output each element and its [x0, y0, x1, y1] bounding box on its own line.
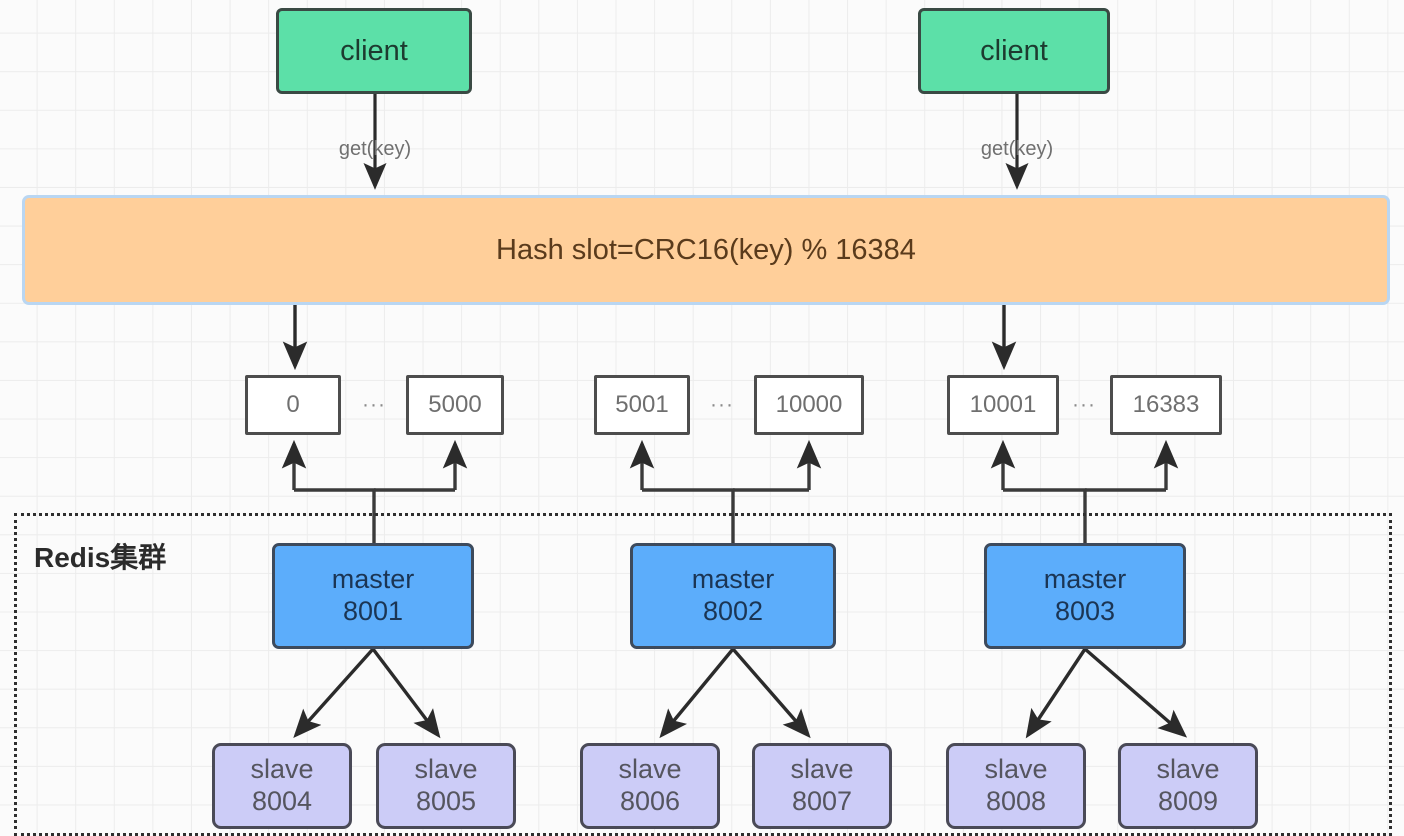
hash-slot-bar[interactable]: Hash slot=CRC16(key) % 16384 [22, 195, 1390, 305]
slot-box-5001[interactable]: 5001 [594, 375, 690, 435]
slot-box-10001[interactable]: 10001 [947, 375, 1059, 435]
master-node-8001-label: master 8001 [331, 564, 415, 626]
slot-box-16383[interactable]: 16383 [1110, 375, 1222, 435]
slot-box-5000-label: 5000 [428, 390, 482, 418]
slot-box-10001-label: 10001 [969, 390, 1037, 418]
slot-ellipsis-2: ··· [710, 393, 734, 416]
master-node-8002-label: master 8002 [691, 564, 775, 626]
slave-node-8004-label: slave 8004 [250, 754, 314, 816]
slot-ellipsis-1: ··· [362, 393, 386, 416]
slave-node-8005-label: slave 8005 [414, 754, 478, 816]
master-node-8003-label: master 8003 [1043, 564, 1127, 626]
slave-node-8009-label: slave 8009 [1156, 754, 1220, 816]
slot-box-10000[interactable]: 10000 [754, 375, 864, 435]
slave-node-8004[interactable]: slave 8004 [212, 743, 352, 829]
client-node-2-label: client [980, 34, 1048, 67]
slot-box-0-label: 0 [286, 390, 300, 418]
slot-box-10000-label: 10000 [775, 390, 843, 418]
slave-node-8006[interactable]: slave 8006 [580, 743, 720, 829]
client-node-1[interactable]: client [276, 8, 472, 94]
slot-box-16383-label: 16383 [1132, 390, 1200, 418]
master-node-8002[interactable]: master 8002 [630, 543, 836, 649]
edge-label-get-key-2: get(key) [980, 138, 1054, 160]
slave-node-8008-label: slave 8008 [984, 754, 1048, 816]
slave-node-8005[interactable]: slave 8005 [376, 743, 516, 829]
slot-ellipsis-3: ··· [1072, 393, 1096, 416]
slave-node-8006-label: slave 8006 [618, 754, 682, 816]
slave-node-8009[interactable]: slave 8009 [1118, 743, 1258, 829]
slave-node-8007[interactable]: slave 8007 [752, 743, 892, 829]
slave-node-8008[interactable]: slave 8008 [946, 743, 1086, 829]
slot-box-5000[interactable]: 5000 [406, 375, 504, 435]
hash-slot-bar-label: Hash slot=CRC16(key) % 16384 [496, 233, 916, 266]
client-node-2[interactable]: client [918, 8, 1110, 94]
slave-node-8007-label: slave 8007 [790, 754, 854, 816]
redis-cluster-title: Redis集群 [34, 542, 167, 573]
slot-box-0[interactable]: 0 [245, 375, 341, 435]
master-node-8003[interactable]: master 8003 [984, 543, 1186, 649]
client-node-1-label: client [340, 34, 408, 67]
master-node-8001[interactable]: master 8001 [272, 543, 474, 649]
slot-box-5001-label: 5001 [615, 390, 669, 418]
edge-label-get-key-1: get(key) [338, 138, 412, 160]
redis-cluster-boundary [14, 513, 1392, 836]
